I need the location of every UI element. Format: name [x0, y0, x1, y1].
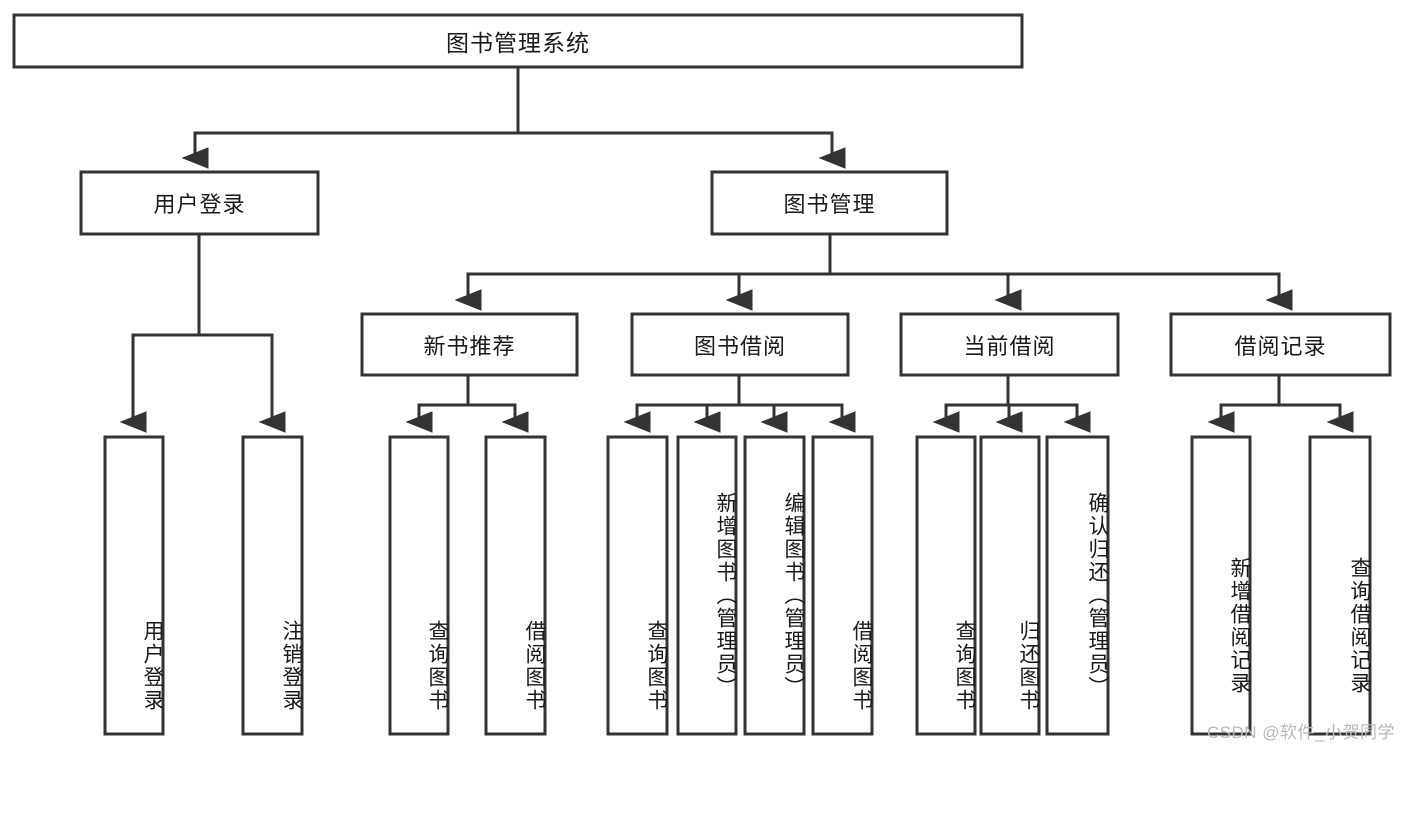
leaf-user-login-1[interactable] — [103, 435, 165, 736]
leaf-current-borrow-1[interactable] — [915, 435, 977, 736]
diagram-canvas: 图书管理系统 用户登录 图书管理 新书推荐 图书借阅 当前借阅 借阅记录 用户登… — [12, 13, 1395, 742]
hierarchy-diagram — [12, 13, 1392, 736]
leaf-new-book-2[interactable] — [484, 435, 547, 736]
node-root[interactable] — [12, 13, 1024, 69]
node-book-borrow[interactable] — [630, 312, 850, 377]
leaf-current-borrow-3[interactable] — [1045, 435, 1110, 736]
connector-userlogin-bus — [131, 232, 274, 337]
leaf-book-borrow-3[interactable] — [743, 435, 806, 736]
leaf-borrow-record-2[interactable] — [1308, 435, 1372, 736]
node-book-manage[interactable] — [710, 170, 949, 236]
connector-currentborrow-bus — [944, 373, 1079, 407]
node-new-book[interactable] — [360, 312, 579, 377]
leaf-book-borrow-4[interactable] — [811, 435, 874, 736]
leaf-new-book-1[interactable] — [388, 435, 450, 736]
connector-bookmanage-bus — [466, 232, 1281, 276]
node-current-borrow[interactable] — [899, 312, 1120, 377]
leaf-book-borrow-1[interactable] — [606, 435, 669, 736]
connector-borrowrecord-bus — [1219, 373, 1342, 407]
leaf-borrow-record-1[interactable] — [1190, 435, 1252, 736]
connector-bookborrow-bus — [635, 373, 844, 407]
leaf-current-borrow-2[interactable] — [979, 435, 1041, 736]
leaf-book-borrow-2[interactable] — [676, 435, 738, 736]
connector-newbook-bus — [417, 373, 517, 407]
node-borrow-record[interactable] — [1169, 312, 1392, 377]
leaf-user-login-2[interactable] — [241, 435, 304, 736]
node-user-login[interactable] — [79, 170, 320, 236]
connector-root-bus — [193, 65, 834, 135]
